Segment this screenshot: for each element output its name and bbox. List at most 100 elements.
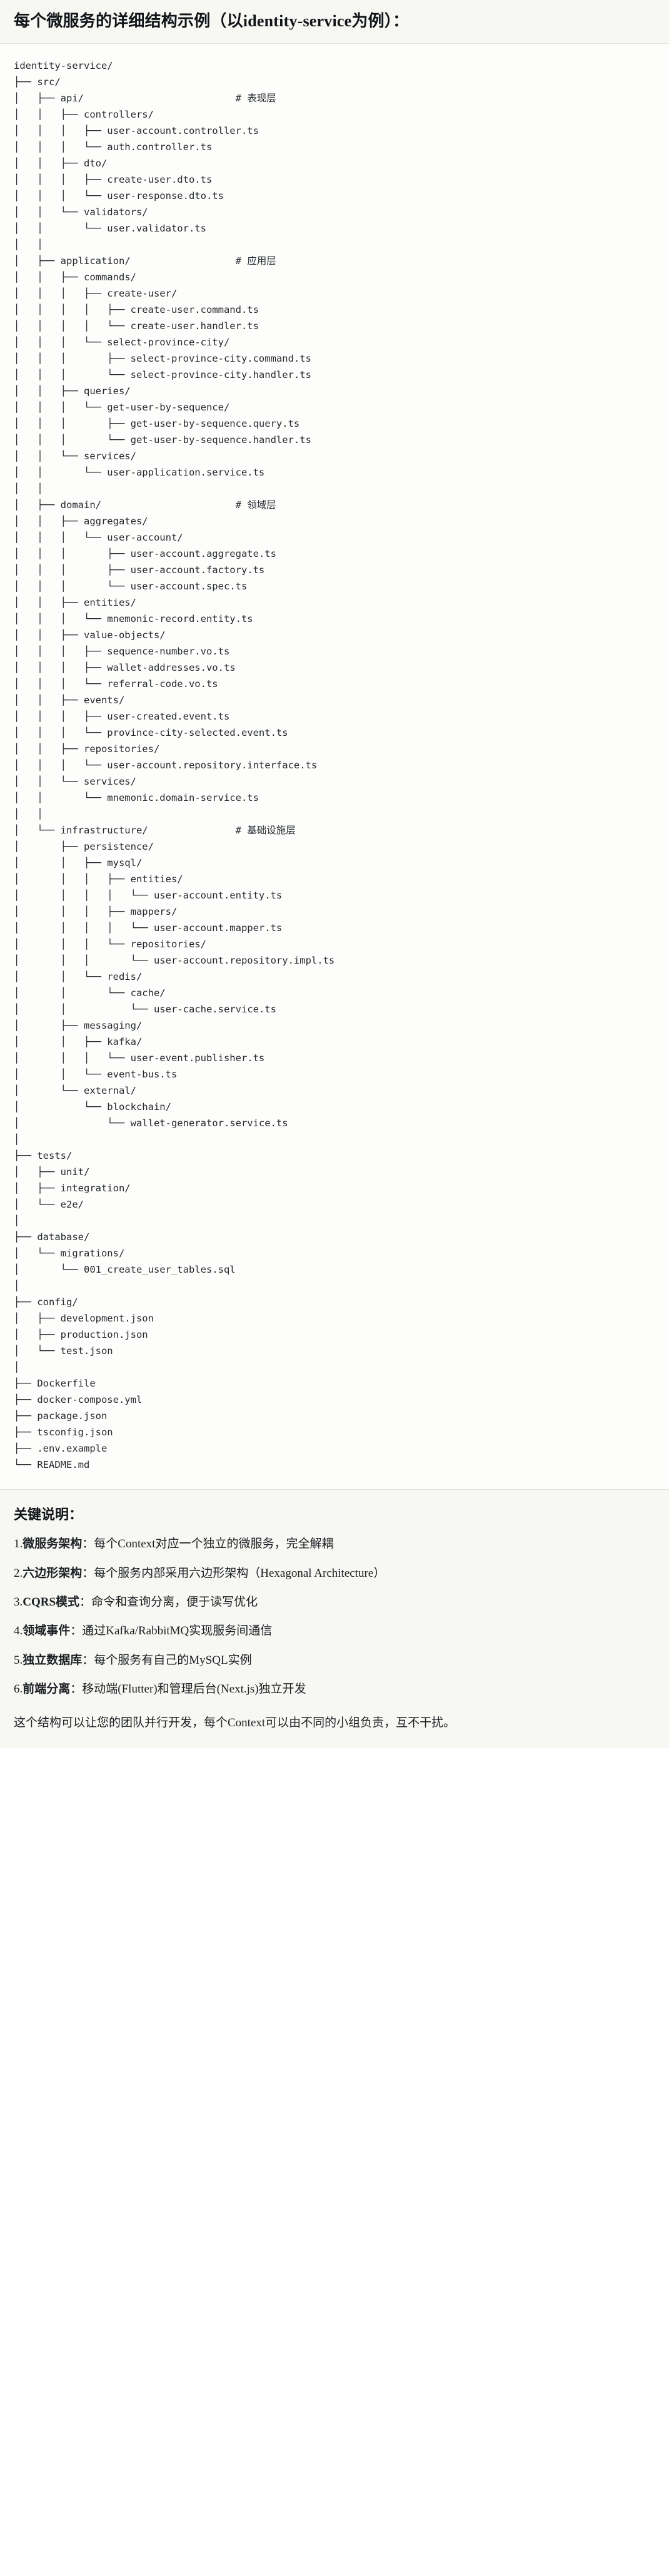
tree-line: │ │ ├── value-objects/	[14, 629, 166, 641]
tree-line: │ │ │ │ └── user-account.entity.ts	[14, 890, 283, 902]
tree-line: │ │ ├── dto/	[14, 158, 108, 170]
tree-line: │	[14, 1134, 20, 1146]
tree-line: │	[14, 1280, 20, 1292]
tree-line: │ │ │ ├── sequence-number.vo.ts	[14, 646, 230, 658]
tree-line: │ ├── application/ # 应用层	[14, 255, 276, 267]
key-point-description: 每个服务内部采用六边形架构（Hexagonal Architecture）	[94, 1566, 386, 1580]
key-point-number: 4.	[14, 1624, 23, 1638]
tree-line: │ │	[14, 483, 43, 495]
tree-line: │ └── e2e/	[14, 1199, 84, 1211]
tree-line: │ └── 001_create_user_tables.sql	[14, 1264, 236, 1276]
key-point-item: 3.CQRS模式：命令和查询分离，便于读写优化	[14, 1593, 655, 1611]
key-point-term: 领域事件	[23, 1624, 71, 1638]
tree-line: │ │ │ └── user-account/	[14, 532, 183, 544]
key-points-title: 关键说明：	[14, 1507, 83, 1523]
key-point-description: 移动端(Flutter)和管理后台(Next.js)独立开发	[82, 1683, 306, 1696]
key-point-separator: ：	[70, 1624, 83, 1638]
tree-line: │ │ │ ├── create-user/	[14, 288, 178, 300]
tree-line: │ └── blockchain/	[14, 1101, 171, 1113]
tree-line: │ │ │ └── select-province-city/	[14, 337, 230, 349]
tree-line: │ │ └── redis/	[14, 971, 143, 983]
key-point-description: 每个服务有自己的MySQL实例	[94, 1653, 252, 1667]
tree-line: │	[14, 1215, 20, 1227]
tree-line: │ │ │ └── user-event.publisher.ts	[14, 1052, 265, 1064]
tree-line: │ │ ├── entities/	[14, 597, 136, 609]
key-point-item: 1.微服务架构：每个Context对应一个独立的微服务，完全解耦	[14, 1535, 655, 1553]
tree-line: ├── docker-compose.yml	[14, 1394, 143, 1406]
directory-tree-block: identity-service/ ├── src/ │ ├── api/ # 表现…	[0, 44, 669, 1490]
key-point-item: 6.前端分离：移动端(Flutter)和管理后台(Next.js)独立开发	[14, 1680, 655, 1698]
header-band: 每个微服务的详细结构示例（以identity-service为例）：	[0, 0, 669, 44]
key-point-term: 微服务架构	[23, 1537, 83, 1551]
tree-line: │ └── wallet-generator.service.ts	[14, 1117, 288, 1129]
tree-line: ├── config/	[14, 1296, 78, 1308]
key-point-separator: ：	[70, 1683, 83, 1696]
key-point-number: 2.	[14, 1566, 23, 1580]
tree-line: │ │ │ │ ├── create-user.command.ts	[14, 304, 259, 316]
tree-line: │ │ │ └── referral-code.vo.ts	[14, 678, 218, 690]
tree-line: │ │ │ └── repositories/	[14, 939, 206, 950]
tree-line: │ │ │ └── province-city-selected.event.t…	[14, 727, 288, 739]
tree-line: │ │ └── user-application.service.ts	[14, 467, 265, 479]
tree-line: │ │ └── user.validator.ts	[14, 223, 206, 235]
tree-line: │ └── test.json	[14, 1345, 113, 1357]
tree-line: │ ├── development.json	[14, 1313, 154, 1325]
key-point-term: 前端分离	[23, 1683, 71, 1696]
key-point-item: 2.六边形架构：每个服务内部采用六边形架构（Hexagonal Architec…	[14, 1564, 655, 1582]
tree-line: ├── tests/	[14, 1150, 73, 1162]
tree-line: │ │ │ └── user-response.dto.ts	[14, 190, 224, 202]
tree-line: │ │ ├── aggregates/	[14, 516, 148, 527]
tree-line: ├── src/	[14, 76, 61, 88]
tree-line: │ │ │ └── mnemonic-record.entity.ts	[14, 613, 253, 625]
tree-line: │ │ ├── queries/	[14, 385, 131, 397]
tree-line: │ ├── api/ # 表现层	[14, 93, 276, 104]
tree-line: │ │ ├── controllers/	[14, 109, 154, 121]
tree-line: ├── tsconfig.json	[14, 1427, 113, 1438]
tree-line: │ │ └── cache/	[14, 987, 166, 999]
key-points-band: 关键说明： 1.微服务架构：每个Context对应一个独立的微服务，完全解耦 2.…	[0, 1489, 669, 1749]
tree-line: │ ├── production.json	[14, 1329, 148, 1341]
tree-line: │ │ ├── mysql/	[14, 857, 143, 869]
tree-line: │ ├── messaging/	[14, 1020, 143, 1032]
tree-line: │ └── external/	[14, 1085, 136, 1097]
key-point-number: 5.	[14, 1653, 23, 1667]
key-point-term: CQRS模式	[23, 1595, 80, 1609]
tree-line: identity-service/	[14, 60, 113, 72]
tree-line: │ │ │ └── select-province-city.handler.t…	[14, 369, 311, 381]
tree-line: └── README.md	[14, 1459, 90, 1471]
tree-line: │ │ │ │ └── user-account.mapper.ts	[14, 922, 283, 934]
key-point-description: 命令和查询分离，便于读写优化	[91, 1595, 258, 1609]
tree-line: │ │ └── services/	[14, 451, 136, 462]
key-point-item: 5.独立数据库：每个服务有自己的MySQL实例	[14, 1651, 655, 1669]
key-point-separator: ：	[82, 1537, 94, 1551]
directory-tree: identity-service/ ├── src/ │ ├── api/ # 表现…	[14, 58, 655, 1473]
tree-line: │ ├── persistence/	[14, 841, 154, 853]
page-title: 每个微服务的详细结构示例（以identity-service为例）：	[14, 12, 410, 30]
tree-line: │ │ │ ├── entities/	[14, 873, 183, 885]
tree-line: │ │ │ ├── select-province-city.command.t…	[14, 353, 311, 365]
key-point-item: 4.领域事件：通过Kafka/RabbitMQ实现服务间通信	[14, 1622, 655, 1640]
tree-line: │ │	[14, 239, 43, 251]
tree-line: │ │ │ └── get-user-by-sequence.handler.t…	[14, 434, 311, 446]
tree-line: ├── Dockerfile	[14, 1378, 96, 1390]
tree-line: ├── database/	[14, 1231, 90, 1243]
key-point-description: 每个Context对应一个独立的微服务，完全解耦	[94, 1537, 334, 1551]
tree-line: │ │	[14, 808, 43, 820]
key-point-number: 3.	[14, 1595, 23, 1609]
tree-line: │ │ └── user-cache.service.ts	[14, 1004, 276, 1016]
key-point-term: 独立数据库	[23, 1653, 83, 1667]
tree-line: │ └── infrastructure/ # 基础设施层	[14, 825, 296, 837]
tree-line: │ │ │ │ └── create-user.handler.ts	[14, 320, 259, 332]
tree-line: │ │ │ ├── mappers/	[14, 906, 178, 918]
key-point-separator: ：	[82, 1566, 94, 1580]
tree-line: │ │ └── services/	[14, 776, 136, 788]
tree-line: │ │ │ ├── user-account.controller.ts	[14, 125, 259, 137]
tree-line: ├── .env.example	[14, 1443, 108, 1455]
tree-line: │ │ ├── commands/	[14, 272, 136, 283]
key-point-number: 6.	[14, 1683, 23, 1696]
tree-line: │ │ │ ├── wallet-addresses.vo.ts	[14, 662, 236, 674]
tree-line: │ │ ├── events/	[14, 695, 125, 706]
tree-line: │ │ ├── repositories/	[14, 743, 160, 755]
tree-line: │ │ ├── kafka/	[14, 1036, 143, 1048]
tree-line: │ │ │ └── user-account.repository.impl.t…	[14, 955, 335, 967]
